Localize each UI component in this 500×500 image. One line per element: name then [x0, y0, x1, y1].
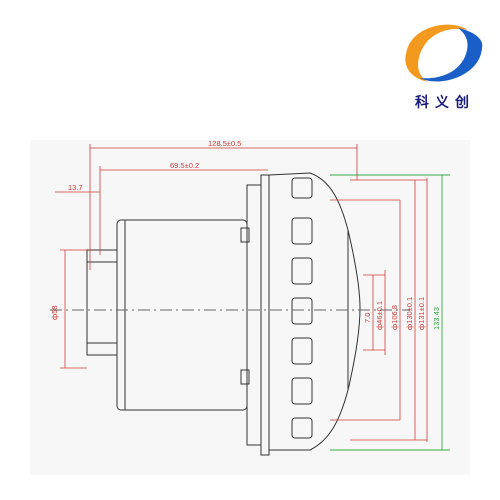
dim-offset: 7.0: [363, 313, 372, 323]
dim-130: ф130±0.1: [405, 297, 414, 330]
motor-technical-drawing: 128.5±0.5 69.5±0.2 13.7 ф58 7.0 ф46±0.1 …: [50, 139, 450, 456]
brand-name: 科义创: [415, 95, 475, 111]
dim-body-length: 69.5±0.2: [170, 161, 199, 170]
dim-shaft-length: 13.7: [68, 183, 83, 192]
motor-drawing-panel: 128.5±0.5 69.5±0.2 13.7 ф58 7.0 ф46±0.1 …: [30, 139, 470, 475]
dim-131: ф131±0.1: [417, 297, 426, 330]
shaft-end: [86, 249, 118, 356]
dim-overall-length: 128.5±0.5: [208, 140, 241, 148]
fan-blades: [291, 177, 313, 439]
motor-body: [116, 219, 248, 411]
dim-106: ф106.8: [390, 305, 399, 330]
kyc-logo-icon: [405, 24, 483, 83]
brand-logo: 科义创: [398, 14, 488, 114]
dim-hub-dia: ф46±0.1: [375, 301, 384, 330]
motor-flange: [246, 184, 262, 446]
dim-shaft-housing-dia: ф58: [50, 305, 59, 320]
dim-overall-dia: 133.43: [432, 307, 441, 330]
